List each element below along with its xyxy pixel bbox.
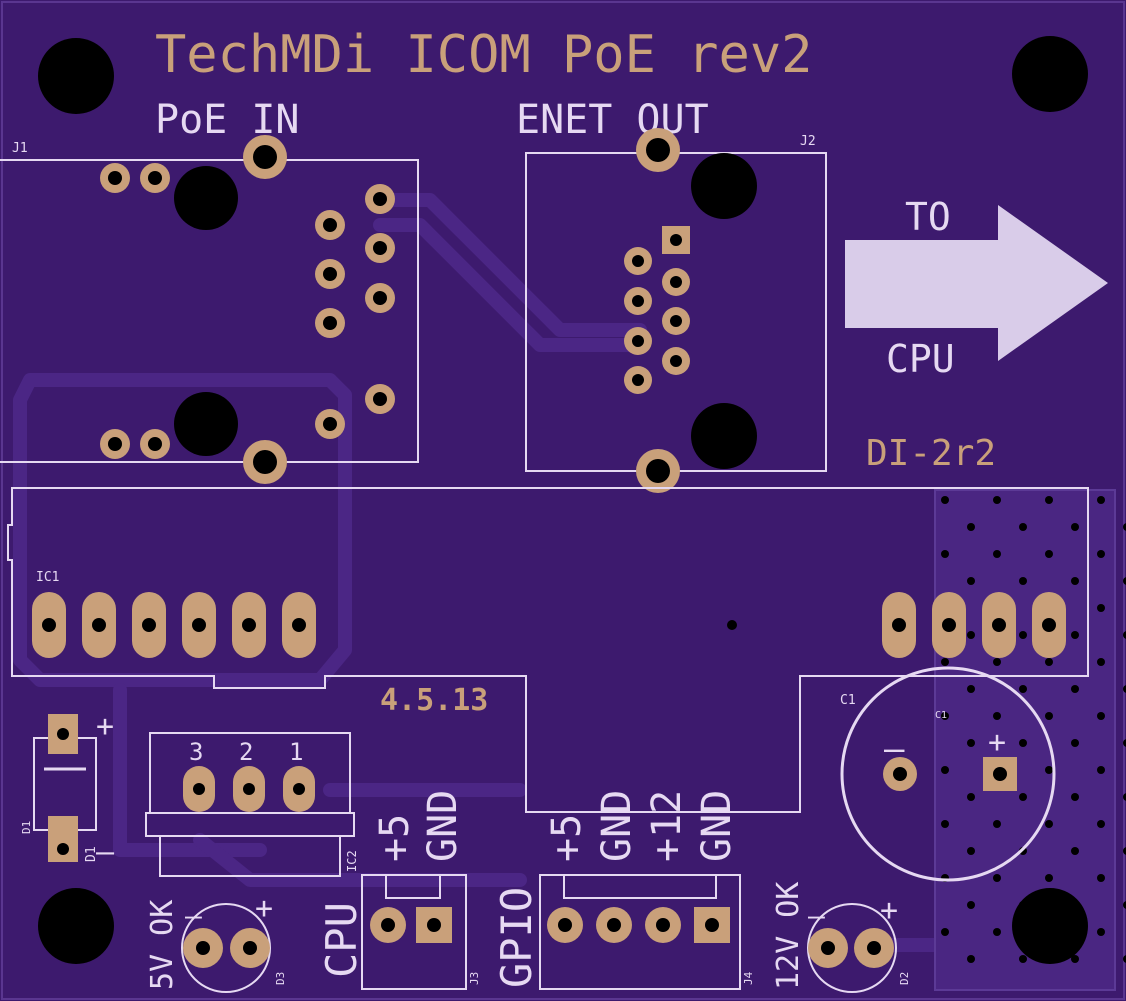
arrow-label-top: TO	[905, 195, 951, 239]
j3-pin-plus5: +5	[372, 814, 418, 862]
d3-ref: D3	[274, 972, 287, 985]
d1-ref: D1	[20, 821, 33, 834]
c1-ref: C1	[840, 693, 856, 708]
mounting-hole	[38, 38, 114, 114]
j4-pin-gnd-2: GND	[694, 790, 740, 862]
to-cpu-arrow	[845, 205, 1108, 361]
version-label: 4.5.13	[380, 683, 488, 718]
ic2-pin-3: 3	[189, 738, 203, 766]
revision-label: DI-2r2	[866, 433, 996, 474]
ic1-ref: IC1	[36, 570, 59, 585]
mounting-hole	[1012, 36, 1088, 112]
j1-footprint	[100, 135, 395, 484]
enet-out-label: ENET OUT	[516, 97, 709, 143]
d2-plus: +	[880, 893, 898, 928]
arrow-label-bottom: CPU	[886, 337, 955, 381]
j4-pin-gnd-1: GND	[594, 790, 640, 862]
j4-footprint	[539, 874, 741, 990]
c1-minus: –	[884, 729, 905, 769]
ic2-ref: IC2	[345, 850, 359, 872]
ic1-pins	[32, 592, 1066, 658]
d2-label: 12V OK	[771, 882, 806, 990]
ic2-pin-1: 1	[289, 738, 303, 766]
j4-pin-plus12: +12	[644, 790, 690, 862]
d1-minus: –	[96, 835, 115, 870]
j4-title: GPIO	[492, 887, 541, 988]
d2-ref: D2	[898, 972, 911, 985]
j2-footprint	[624, 128, 757, 493]
j3-title: CPU	[317, 902, 366, 978]
d1-ref-bottom: D1	[84, 846, 99, 862]
c1-plus: +	[988, 725, 1006, 760]
j3-footprint	[361, 874, 467, 990]
ic2-pads	[183, 766, 315, 812]
d1-plus: +	[96, 709, 114, 744]
mounting-hole	[38, 888, 114, 964]
ic2-pin-2: 2	[239, 738, 253, 766]
c1-ref-copper: C1	[935, 710, 947, 721]
d2-led	[807, 903, 897, 993]
j2-ref: J2	[800, 134, 816, 149]
board-title: TechMDi ICOM PoE rev2	[155, 25, 812, 85]
j4-ref: J4	[742, 971, 755, 985]
d3-plus: +	[255, 891, 273, 926]
j3-pin-gnd: GND	[420, 790, 466, 862]
j3-ref: J3	[468, 972, 481, 985]
d1-led	[33, 714, 97, 862]
mounting-hole	[1012, 888, 1088, 964]
ic2-outline	[145, 732, 355, 877]
d2-minus: –	[808, 899, 825, 932]
ic1-outline	[7, 487, 1089, 813]
d3-label: 5V OK	[145, 900, 180, 990]
d3-minus: –	[185, 899, 202, 932]
d3-led	[181, 903, 271, 993]
j1-ref: J1	[12, 141, 28, 156]
c1-capacitor	[840, 666, 1056, 882]
j1-outline	[0, 159, 419, 463]
poe-in-label: PoE IN	[155, 97, 300, 143]
j4-pin-plus5: +5	[544, 814, 590, 862]
